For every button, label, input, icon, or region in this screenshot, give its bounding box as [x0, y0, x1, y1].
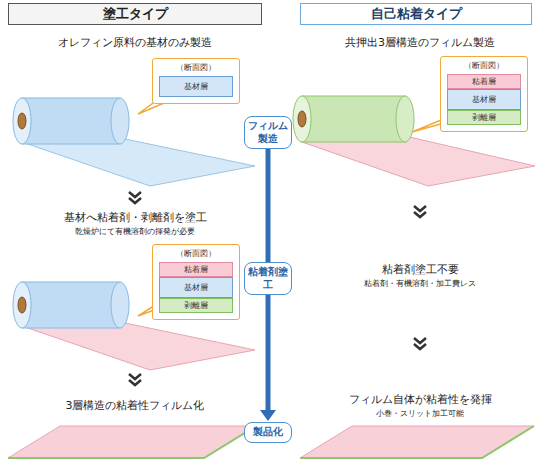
- step-label: 製品化: [244, 422, 292, 443]
- roll-core: [18, 113, 26, 129]
- step-label: フィルム製造: [244, 116, 292, 149]
- node-text: 製品化: [247, 426, 289, 439]
- film-roll: [22, 282, 120, 328]
- step-text: 3層構造の粘着性フィルム化: [0, 398, 275, 413]
- film-sheet: [302, 136, 535, 186]
- node-text: 粘着層: [162, 264, 230, 275]
- roll-core: [298, 111, 306, 127]
- flow-arrow: [260, 295, 276, 421]
- layer-box: 粘着層: [159, 262, 233, 277]
- film-roll: [22, 98, 120, 144]
- section-callout: （断面図） 粘着層基材層剥離層: [440, 56, 528, 132]
- film-roll: [302, 96, 405, 142]
- node-text: 剥離層: [450, 112, 518, 123]
- product-sheet: [8, 426, 256, 458]
- layer-box: 剥離層: [159, 298, 233, 313]
- node-text: 自己粘着タイプ: [371, 5, 462, 23]
- film-sheet: [22, 138, 255, 186]
- roll-end: [13, 282, 31, 328]
- node-text: フィルム製造: [247, 120, 289, 145]
- roll-end: [13, 98, 31, 144]
- step-text: 基材へ粘着剤・剥離剤を塗工: [0, 210, 275, 225]
- step-text: 粘着剤塗工不要: [280, 262, 540, 277]
- node-text: 基材層: [450, 94, 518, 105]
- node-text: 剥離層: [162, 300, 230, 311]
- note-text: 粘着剤・有機溶剤・加工費レス: [280, 278, 540, 289]
- roll-end: [396, 96, 414, 142]
- layer-box: 粘着層: [447, 74, 521, 89]
- node-text: （断面図）: [159, 62, 233, 73]
- node-text: 基材層: [162, 282, 230, 293]
- layer-box: 基材層: [159, 76, 233, 97]
- sheet-edge: [8, 426, 256, 458]
- node-text: 塗工タイプ: [103, 5, 168, 23]
- layer-box: 剥離層: [447, 110, 521, 125]
- section-callout: （断面図） 粘着層基材層剥離層: [152, 244, 240, 320]
- section-callout: （断面図） 基材層: [152, 58, 240, 104]
- roll-core: [18, 297, 26, 313]
- film-sheet: [22, 322, 255, 370]
- step-label: 粘着剤塗工: [244, 262, 292, 295]
- roll-end: [111, 98, 129, 144]
- node-text: （断面図）: [447, 60, 521, 71]
- node-text: 粘着層: [450, 76, 518, 87]
- sheet-edge: [300, 426, 534, 458]
- note-text: 乾燥炉にて有機溶剤の揮発が必要: [0, 226, 275, 237]
- node-text: （断面図）: [159, 248, 233, 259]
- flow-arrow: [268, 149, 269, 262]
- product-sheet: [300, 426, 534, 458]
- step-text: フィルム自体が粘着性を発揮: [280, 392, 540, 407]
- layer-box: 基材層: [159, 277, 233, 298]
- roll-end: [111, 282, 129, 328]
- layer-box: 基材層: [447, 89, 521, 110]
- step-text: 共押出3層構造のフィルム製造: [280, 35, 540, 50]
- note-text: 小巻・スリット加工可能: [280, 408, 540, 419]
- node-text: 粘着剤塗工: [247, 266, 289, 291]
- header-box: 自己粘着タイプ: [300, 3, 532, 25]
- step-text: オレフィン原料の基材のみ製造: [0, 35, 275, 50]
- roll-end: [293, 96, 311, 142]
- node-text: 基材層: [162, 81, 230, 92]
- header-box: 塗工タイプ: [8, 3, 262, 25]
